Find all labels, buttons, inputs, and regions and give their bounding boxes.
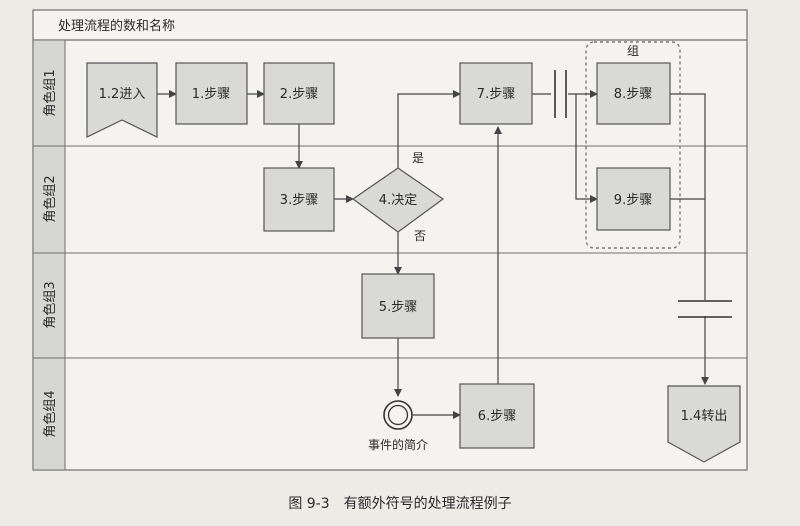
- entry-label: 1.2进入: [99, 87, 146, 102]
- step8-label: 8.步骤: [614, 87, 652, 102]
- edge-fork-step9: [575, 94, 598, 203]
- step7-box: [459, 62, 533, 125]
- step2-box: [263, 62, 335, 125]
- lane-header-column: [32, 39, 66, 471]
- entry-shape: [86, 62, 158, 138]
- step9-box: [596, 167, 671, 231]
- lane-label-2: 角色组2: [42, 175, 58, 222]
- step5-label: 5.步骤: [379, 300, 417, 315]
- group-box: [585, 41, 681, 249]
- diagram-title: 处理流程的数和名称: [58, 18, 175, 34]
- exit-shape: [667, 385, 741, 463]
- step5-box: [361, 273, 435, 339]
- group-label: 组: [627, 44, 639, 58]
- exit-label: 1.4转出: [681, 409, 728, 424]
- no-label: 否: [414, 229, 426, 243]
- step3-box: [263, 167, 335, 232]
- event-label: 事件的简介: [368, 437, 428, 452]
- decision-diamond: [351, 167, 445, 233]
- lane-label-3: 角色组3: [42, 281, 58, 328]
- step6-label: 6.步骤: [478, 409, 516, 424]
- yes-label: 是: [412, 151, 424, 165]
- event-inner-circle: [387, 404, 409, 426]
- step7-label: 7.步骤: [477, 87, 515, 102]
- edge-decision-step7-yes: [397, 90, 461, 168]
- lane-label-4: 角色组4: [42, 390, 58, 437]
- edge-step8-join: [670, 93, 706, 300]
- step1-label: 1.步骤: [192, 87, 230, 102]
- step8-box: [596, 62, 671, 125]
- step2-label: 2.步骤: [280, 87, 318, 102]
- step9-label: 9.步骤: [614, 193, 652, 208]
- step3-label: 3.步骤: [280, 193, 318, 208]
- figure-caption: 图 9-3 有额外符号的处理流程例子: [288, 496, 511, 512]
- lane-label-1: 角色组1: [42, 69, 58, 116]
- decision-label: 4.决定: [379, 193, 417, 208]
- step1-box: [175, 62, 248, 125]
- step6-box: [459, 383, 535, 449]
